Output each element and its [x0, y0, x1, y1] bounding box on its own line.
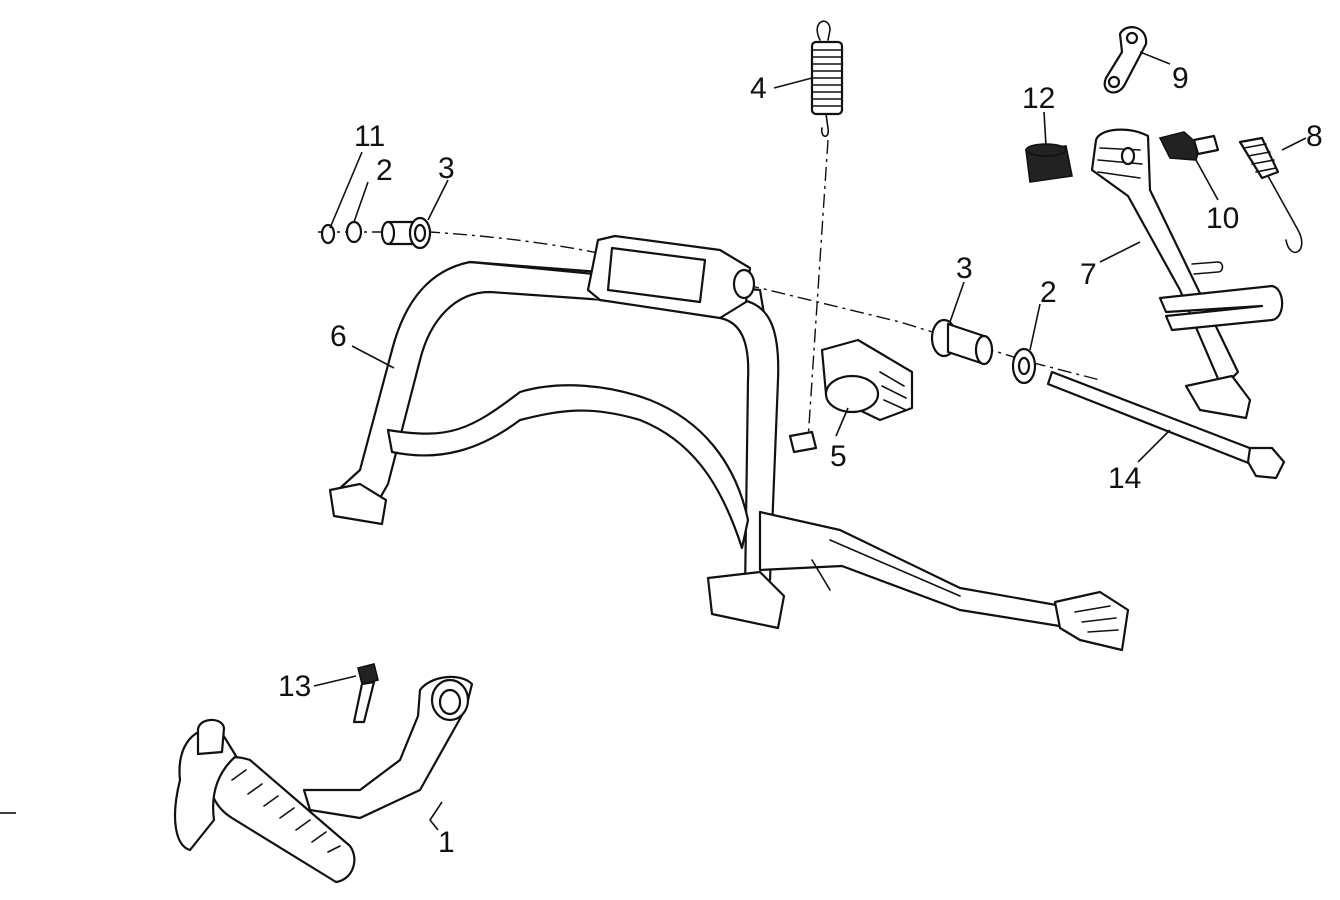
side-stand-spring: [1238, 136, 1303, 253]
clip-left: [320, 223, 336, 245]
stand-stopper-rubber: [820, 338, 914, 422]
pivot-axis-line: [318, 231, 1101, 381]
callout-8: 8: [1306, 120, 1323, 153]
callout-12: 12: [1022, 82, 1055, 115]
side-stand-bolt: [1158, 131, 1220, 161]
callout-7: 7: [1080, 258, 1097, 291]
callout-10: 10: [1206, 202, 1239, 235]
washer-left: [345, 220, 363, 244]
callout-1: 1: [438, 826, 455, 859]
callout-14: 14: [1108, 462, 1141, 495]
callout-3-right: 3: [956, 252, 973, 285]
main-stand-spring: [810, 20, 844, 138]
callout-6: 6: [330, 320, 347, 353]
side-stand: [1090, 128, 1284, 420]
right-pivot-hardware: [930, 318, 1286, 480]
spring-axis-line: [807, 139, 829, 441]
spring-hook-plate: [1103, 26, 1148, 94]
callout-11: 11: [354, 120, 385, 153]
callout-13: 13: [278, 670, 311, 703]
main-stand: [328, 234, 1130, 652]
callout-3-left: 3: [438, 152, 455, 185]
callout-4: 4: [750, 72, 767, 105]
callout-2-right: 2: [1040, 276, 1057, 309]
callout-2-left: 2: [376, 154, 393, 187]
bolt-13: [352, 663, 379, 724]
leader-lines: [0, 51, 1307, 831]
callout-5: 5: [830, 440, 847, 473]
callout-9: 9: [1172, 62, 1189, 95]
left-pivot-hardware: [320, 216, 432, 250]
nut: [1025, 143, 1073, 183]
kick-start-lever: [174, 675, 474, 884]
